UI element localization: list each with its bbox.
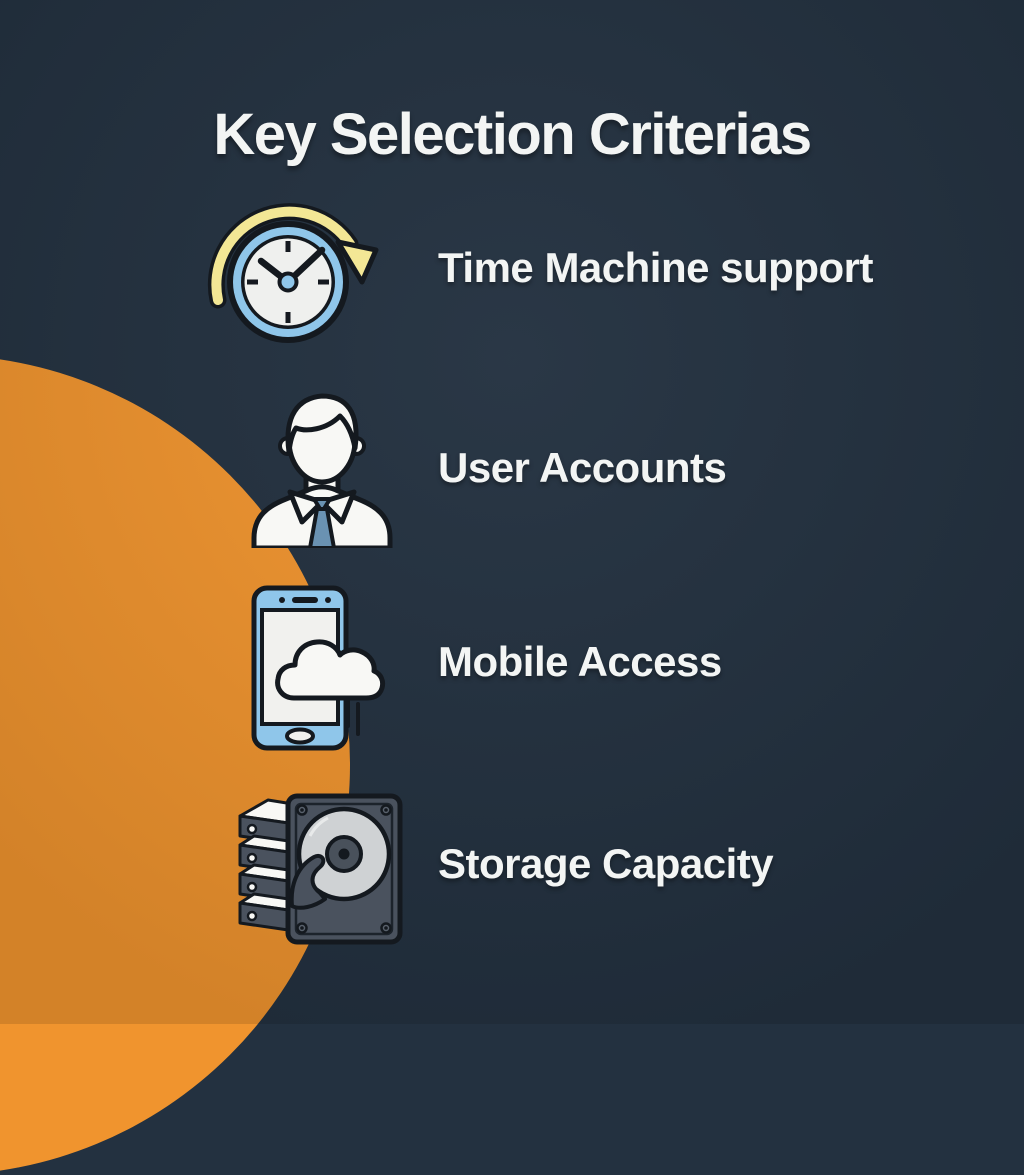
- time-machine-clock-icon: [207, 203, 379, 343]
- user-avatar-icon: [251, 393, 393, 548]
- criteria-label-user-accounts: User Accounts: [438, 444, 727, 491]
- hard-disk: [285, 793, 403, 945]
- mobile-cloud-icon: [251, 585, 386, 751]
- criteria-label-mobile-access: Mobile Access: [438, 638, 722, 685]
- storage-drive-icon: [238, 793, 403, 945]
- criteria-label-storage-capacity: Storage Capacity: [438, 840, 774, 887]
- criteria-label-time-machine: Time Machine support: [438, 244, 873, 291]
- page-title: Key Selection Criterias: [213, 101, 812, 167]
